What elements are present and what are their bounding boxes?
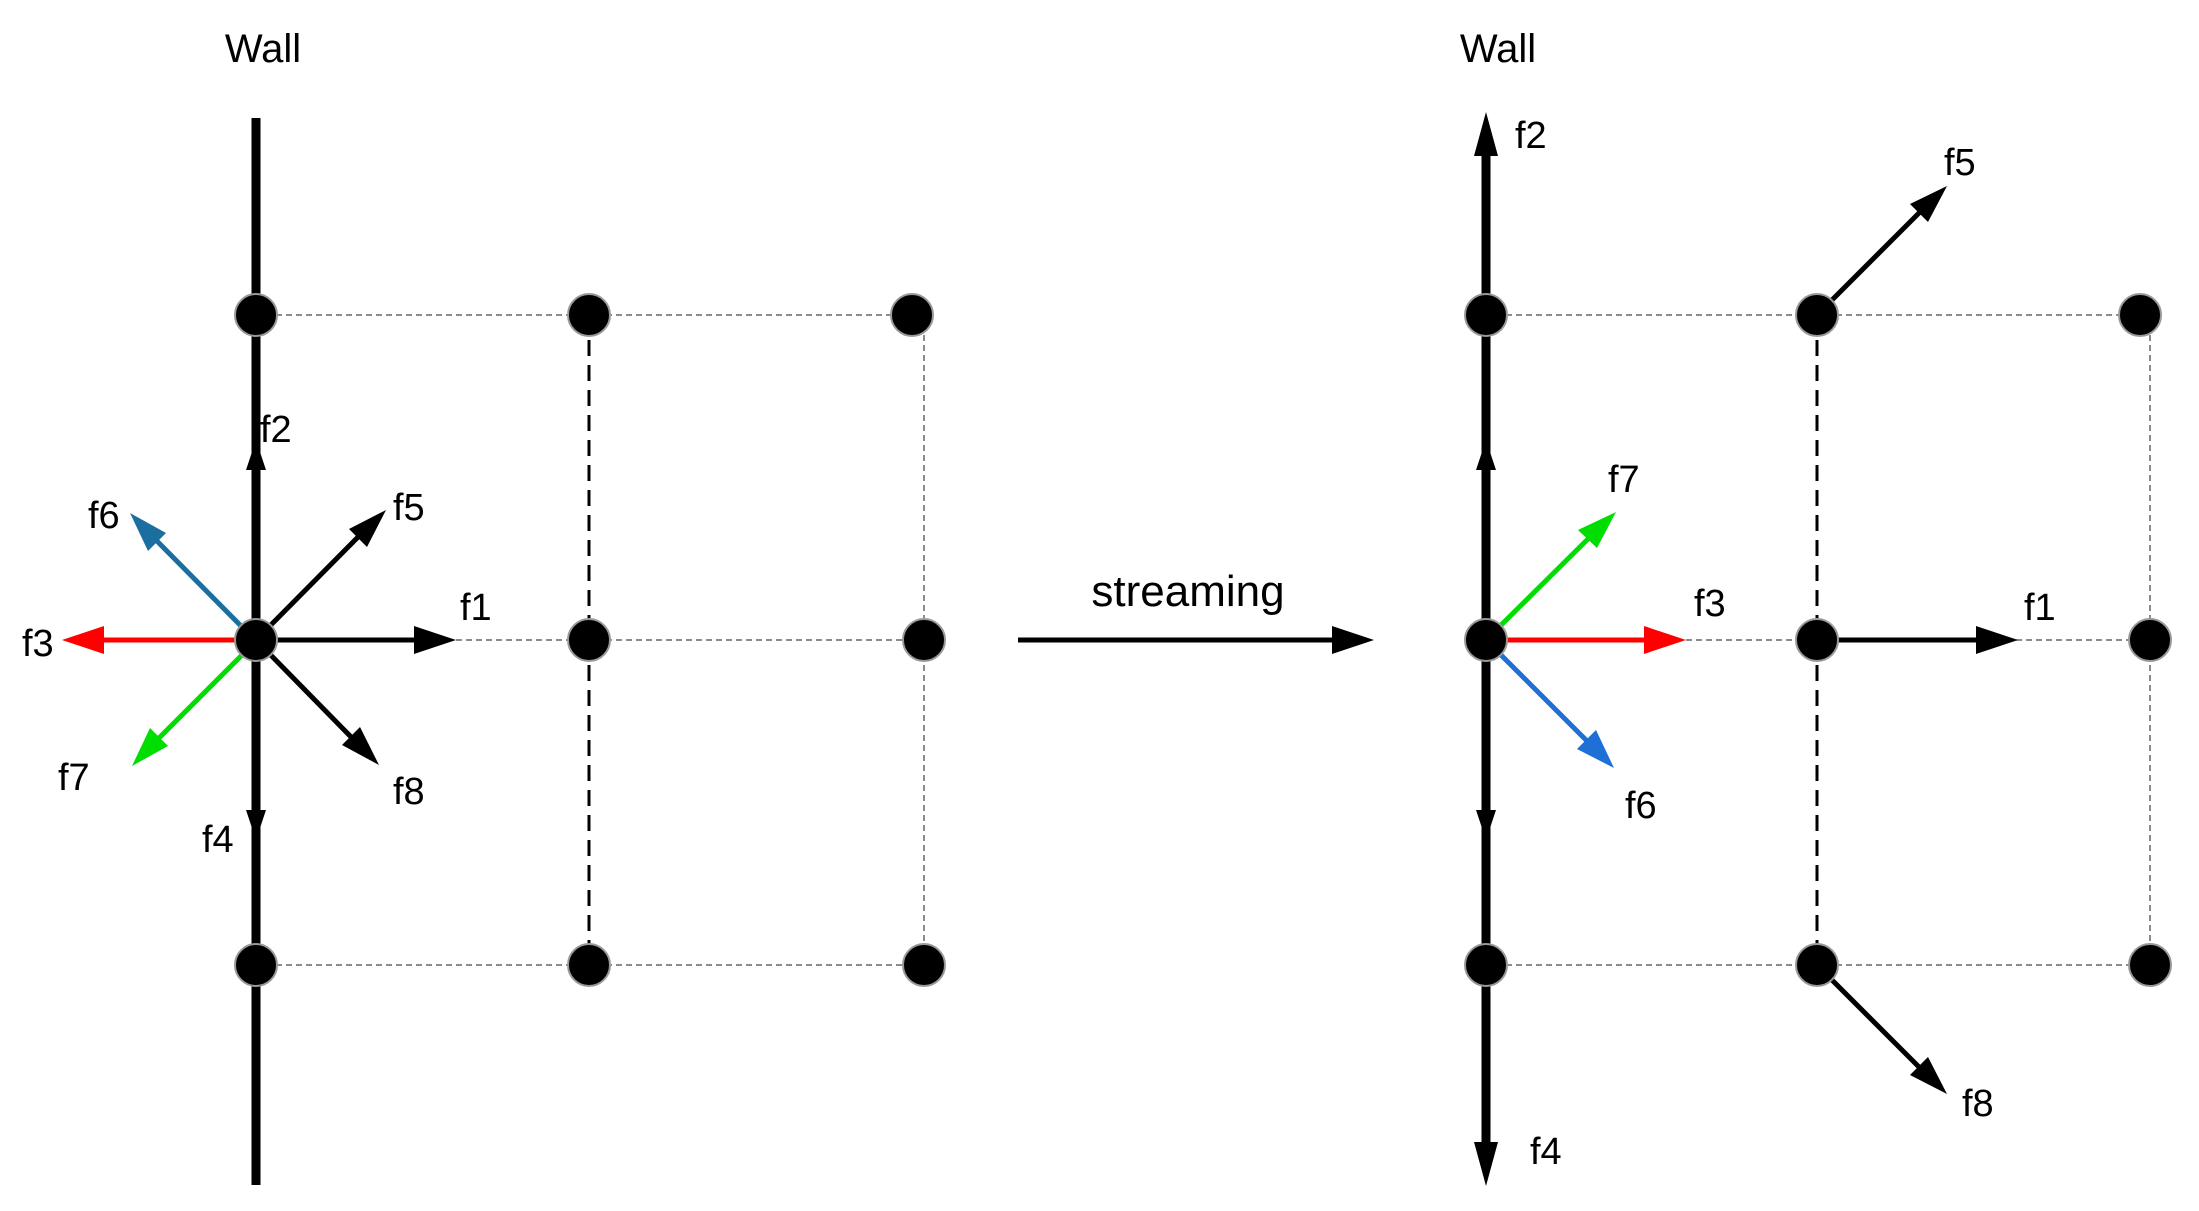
- right-node: [1464, 943, 1508, 987]
- left-label-f5: f5: [393, 487, 425, 529]
- left-f2-arrowhead: [246, 440, 266, 470]
- left-nodes: [234, 293, 946, 987]
- streaming-arrowhead: [1332, 626, 1374, 654]
- right-label-f2: f2: [1515, 115, 1547, 157]
- right-node: [1464, 618, 1508, 662]
- left-label-f8: f8: [393, 771, 425, 813]
- right-node: [1464, 293, 1508, 337]
- left-label-f3: f3: [22, 623, 54, 665]
- right-label-f8: f8: [1962, 1083, 1994, 1125]
- left-f3-arrowhead: [62, 626, 104, 654]
- right-f7-arrow: [1484, 533, 1594, 642]
- right-node: [2118, 293, 2162, 337]
- right-node: [2128, 618, 2172, 662]
- right-label-f7: f7: [1608, 459, 1640, 501]
- right-f7-arrowhead: [1578, 512, 1616, 548]
- left-labels: f2 f5 f6 f1 f3 f7 f8 f4: [22, 409, 492, 861]
- left-node: [902, 943, 946, 987]
- right-label-f5: f5: [1944, 142, 1976, 184]
- left-f6-arrowhead: [130, 513, 166, 551]
- right-f5-arrowhead: [1910, 186, 1947, 222]
- right-label-f3: f3: [1694, 583, 1726, 625]
- right-wall-top-arrowhead: [1474, 112, 1498, 156]
- right-panel: Wall: [1460, 27, 2172, 1186]
- left-label-f7: f7: [58, 757, 90, 799]
- left-f5-arrowhead: [349, 510, 386, 547]
- right-f3-arrowhead: [1644, 626, 1686, 654]
- right-nodes: [1464, 293, 2172, 987]
- left-panel: Wall: [22, 27, 946, 1185]
- streaming-transition: streaming: [1018, 567, 1374, 654]
- left-node: [234, 943, 278, 987]
- left-label-f1: f1: [460, 587, 492, 629]
- left-label-f6: f6: [88, 495, 120, 537]
- left-node: [902, 618, 946, 662]
- left-vectors: [62, 440, 456, 840]
- left-f6-arrow: [150, 534, 244, 629]
- right-label-f4: f4: [1530, 1131, 1562, 1173]
- left-f8-arrowhead: [342, 727, 379, 765]
- right-node: [1795, 618, 1839, 662]
- right-f5-arrow: [1815, 207, 1925, 317]
- left-label-f4: f4: [202, 819, 234, 861]
- right-f1-arrowhead: [1976, 626, 2018, 654]
- left-f7-arrow: [154, 653, 244, 743]
- right-wall-bottom-arrowhead: [1474, 1142, 1498, 1186]
- left-wall-label: Wall: [225, 27, 301, 71]
- right-f6-arrow: [1484, 638, 1592, 746]
- left-f4-arrowhead: [246, 810, 266, 840]
- left-node: [567, 943, 611, 987]
- right-wall-down-arrowhead: [1476, 810, 1496, 840]
- streaming-label: streaming: [1091, 567, 1284, 616]
- left-f1-arrowhead: [414, 626, 456, 654]
- right-wall-up-arrowhead: [1476, 440, 1496, 470]
- right-f8-arrow: [1815, 963, 1925, 1073]
- right-label-f1: f1: [2024, 587, 2056, 629]
- right-node: [1795, 293, 1839, 337]
- left-node: [234, 618, 278, 662]
- right-labels: f2 f5 f7 f3 f1 f6 f8 f4: [1515, 115, 2056, 1173]
- right-wall-label: Wall: [1460, 27, 1536, 71]
- left-node: [234, 293, 278, 337]
- right-f8-arrowhead: [1910, 1057, 1947, 1094]
- right-label-f6: f6: [1625, 785, 1657, 827]
- left-f7-arrowhead: [132, 728, 168, 766]
- left-node: [567, 293, 611, 337]
- right-node: [2128, 943, 2172, 987]
- left-f8-arrow: [254, 638, 357, 743]
- left-label-f2: f2: [260, 409, 292, 451]
- left-node: [890, 293, 934, 337]
- right-node: [1795, 943, 1839, 987]
- right-f6-arrowhead: [1577, 730, 1614, 768]
- left-f5-arrow: [254, 531, 364, 642]
- left-node: [567, 618, 611, 662]
